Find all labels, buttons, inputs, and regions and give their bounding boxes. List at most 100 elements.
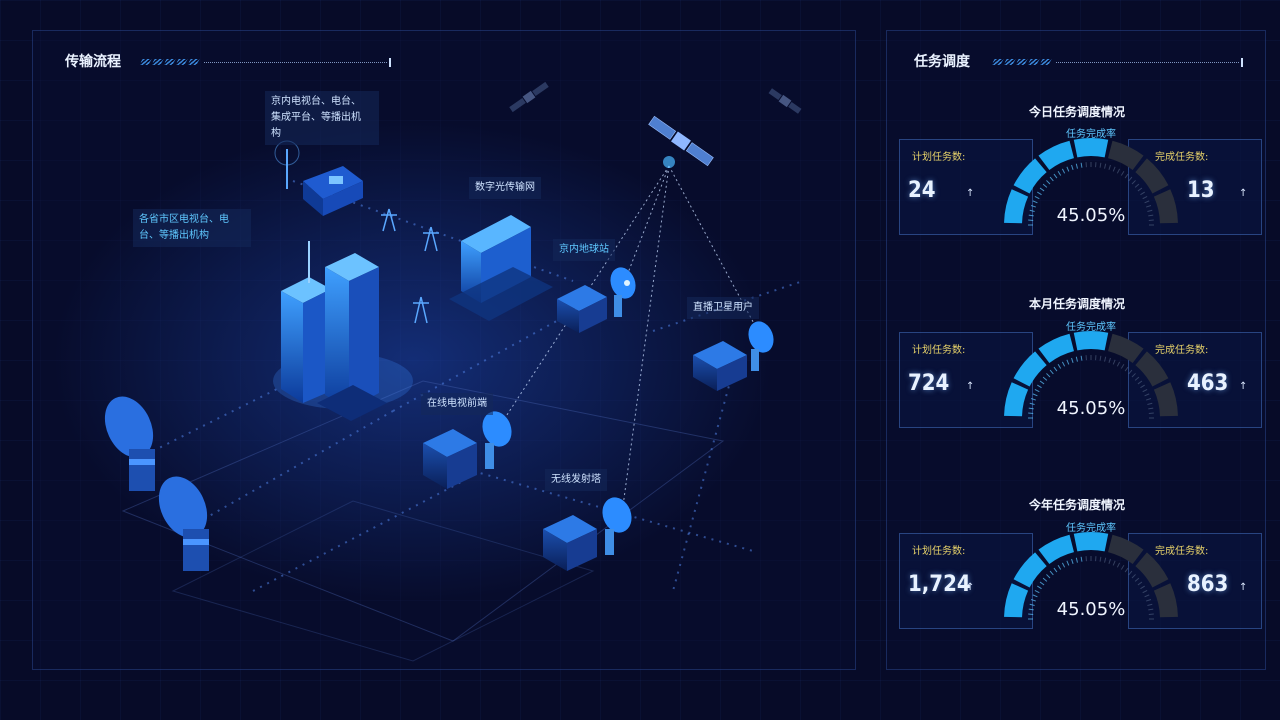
completion-gauge: 任务完成率 45.05% <box>995 320 1187 432</box>
gauge-tick <box>1140 585 1145 590</box>
gauge-tick <box>1028 407 1034 410</box>
planned-box: 计划任务数: 1,724 ↑ <box>899 533 1033 629</box>
gauge-tick <box>1057 565 1062 570</box>
task-scheduling-panel: 任务调度 今日任务调度情况 计划任务数: 24 ↑ 完成任务数: 13 ↑ 任务… <box>886 30 1266 670</box>
gauge-tick <box>1137 380 1143 385</box>
gauge-tick <box>1039 380 1045 385</box>
gauge-segment-empty <box>1153 189 1178 224</box>
gauge-tick <box>1134 376 1140 381</box>
gauge-tick <box>1049 570 1054 576</box>
transmission-flow-diagram <box>53 81 804 662</box>
gauge-tick <box>1108 164 1111 170</box>
gauge-tick <box>1144 200 1150 204</box>
planned-label: 计划任务数: <box>912 546 966 557</box>
gauge-tick <box>1034 195 1040 200</box>
gauge-tick <box>1099 162 1102 168</box>
gauge-tick <box>1057 364 1062 369</box>
gauge-tick <box>1061 562 1066 568</box>
gauge-segment-empty <box>1135 351 1169 387</box>
gauge-tick <box>1140 191 1145 196</box>
gauge-segment-empty <box>1153 583 1178 618</box>
title-decoration <box>139 57 391 67</box>
section-title-year: 今年任务调度情况 <box>1028 498 1125 512</box>
gauge-tick <box>1046 180 1051 185</box>
gauge-tick <box>1046 373 1051 378</box>
gauge-tick <box>1080 162 1083 168</box>
gauge-tick <box>1131 373 1136 378</box>
rate-value: 45.05% <box>1056 599 1126 620</box>
gauge-segment-empty <box>1135 552 1169 588</box>
gauge-segment-filled <box>1013 552 1047 588</box>
gauge-tick <box>1147 209 1153 212</box>
gauge-tick <box>1108 357 1111 363</box>
gauge-tick <box>1037 585 1042 590</box>
year-stats: 计划任务数: 1,724 ↑ 完成任务数: 863 ↑ 任务完成率 45.05% <box>899 521 1263 633</box>
gauge-tick <box>1128 369 1133 375</box>
satellite-dish-1 <box>104 396 155 491</box>
completed-label: 完成任务数: <box>1155 546 1209 557</box>
today-stats: 计划任务数: 24 ↑ 完成任务数: 13 ↑ 任务完成率 45.05% <box>899 127 1263 239</box>
gauge-arc <box>1004 532 1178 620</box>
gauge-tick <box>1148 407 1154 410</box>
gauge-tick <box>1030 599 1036 602</box>
label-dth-users: 直播卫星用户 <box>687 297 759 319</box>
month-stats: 计划任务数: 724 ↑ 完成任务数: 463 ↑ 任务完成率 45.05% <box>899 320 1263 432</box>
gauge-tick <box>1049 369 1054 375</box>
gauge-tick <box>1039 187 1045 192</box>
gauge-tick <box>1144 393 1150 397</box>
gauge-tick <box>1124 173 1129 179</box>
gauge-tick <box>1137 187 1143 192</box>
label-wireless-tower: 无线发射塔 <box>545 469 607 491</box>
planned-value: 24 <box>908 178 936 203</box>
gauge-tick <box>1148 608 1154 611</box>
gauge-tick <box>1053 567 1058 573</box>
completed-value: 863 <box>1187 572 1229 597</box>
wireless-tower-building <box>543 497 632 571</box>
gauge-tick <box>1037 384 1042 389</box>
gauge-tick <box>1112 359 1116 365</box>
gauge-tick <box>1053 173 1058 179</box>
gauge-segment-empty <box>1107 333 1144 364</box>
arrow-up-icon: ↑ <box>966 381 975 392</box>
gauge-tick <box>1042 183 1048 188</box>
gauge-tick <box>1046 574 1051 579</box>
rate-value: 45.05% <box>1056 205 1126 226</box>
gauge-segment-filled <box>1004 189 1029 224</box>
gauge-tick <box>1137 581 1143 586</box>
gauge-tick <box>1066 166 1070 172</box>
gauge-tick <box>1049 176 1054 182</box>
title-decoration <box>991 57 1243 67</box>
planned-label: 计划任务数: <box>912 152 966 163</box>
planned-value: 724 <box>908 371 950 396</box>
gauge-segment-filled <box>1004 382 1029 417</box>
gauge-tick <box>1142 388 1148 393</box>
gauge-tick <box>1061 168 1066 174</box>
gauge-tick <box>1112 560 1116 566</box>
gauge-tick <box>1120 364 1125 369</box>
gauge-segment-empty <box>1107 140 1144 171</box>
planned-box: 计划任务数: 724 ↑ <box>899 332 1033 428</box>
gauge-tick <box>1146 398 1152 401</box>
gauge-tick <box>1071 558 1074 564</box>
gauge-tick <box>1128 570 1133 576</box>
gauge-tick <box>1039 581 1045 586</box>
panel-title-transmission: 传输流程 <box>65 54 121 70</box>
section-title-month: 本月任务调度情况 <box>1028 297 1125 311</box>
label-provincial-stations: 各省市区电视台、电 台、等播出机构 <box>133 209 251 247</box>
gauge-tick <box>1080 556 1083 562</box>
gauge-tick <box>1075 557 1078 563</box>
planned-label: 计划任务数: <box>912 345 966 356</box>
gauge-tick <box>1116 361 1121 367</box>
arrow-up-icon: ↑ <box>1239 188 1248 199</box>
gauge-tick <box>1147 603 1153 606</box>
planned-value: 1,724 <box>908 572 971 597</box>
gauge-tick <box>1120 565 1125 570</box>
gauge-tick <box>1140 384 1145 389</box>
gauge-tick <box>1142 195 1148 200</box>
fiber-network-building <box>449 215 553 321</box>
gauge-tick <box>1053 366 1058 372</box>
gauge-tick <box>1034 589 1040 594</box>
gauge-tick <box>1116 168 1121 174</box>
gauge-tick <box>1144 594 1150 598</box>
gauge-tick <box>1037 191 1042 196</box>
